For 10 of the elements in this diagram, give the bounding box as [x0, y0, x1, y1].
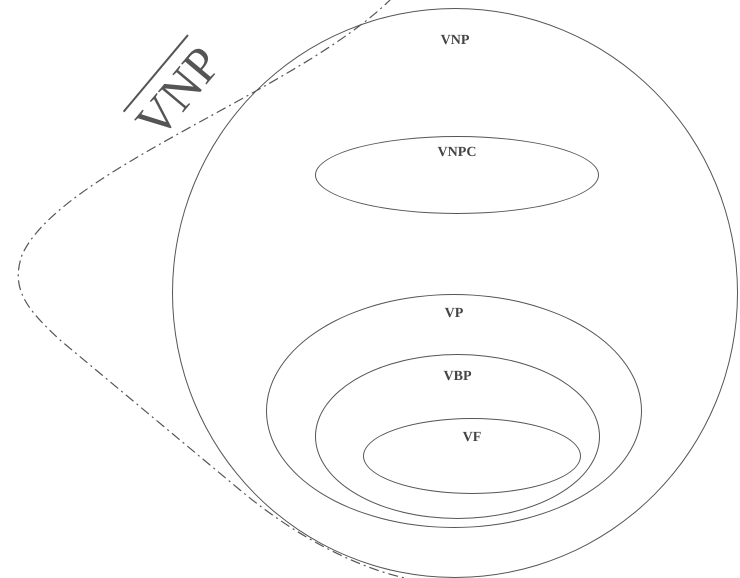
set-ellipse [266, 294, 642, 528]
set-label: VNPC [438, 145, 476, 161]
set-label: VF [462, 430, 482, 446]
set-ellipse [315, 354, 600, 519]
set-label: VBP [444, 369, 472, 385]
complement-label: VNP [126, 38, 230, 146]
set-ellipse [315, 136, 599, 214]
set-label: VP [444, 306, 464, 322]
set-label: VNP [440, 33, 470, 49]
set-ellipse [363, 418, 581, 494]
